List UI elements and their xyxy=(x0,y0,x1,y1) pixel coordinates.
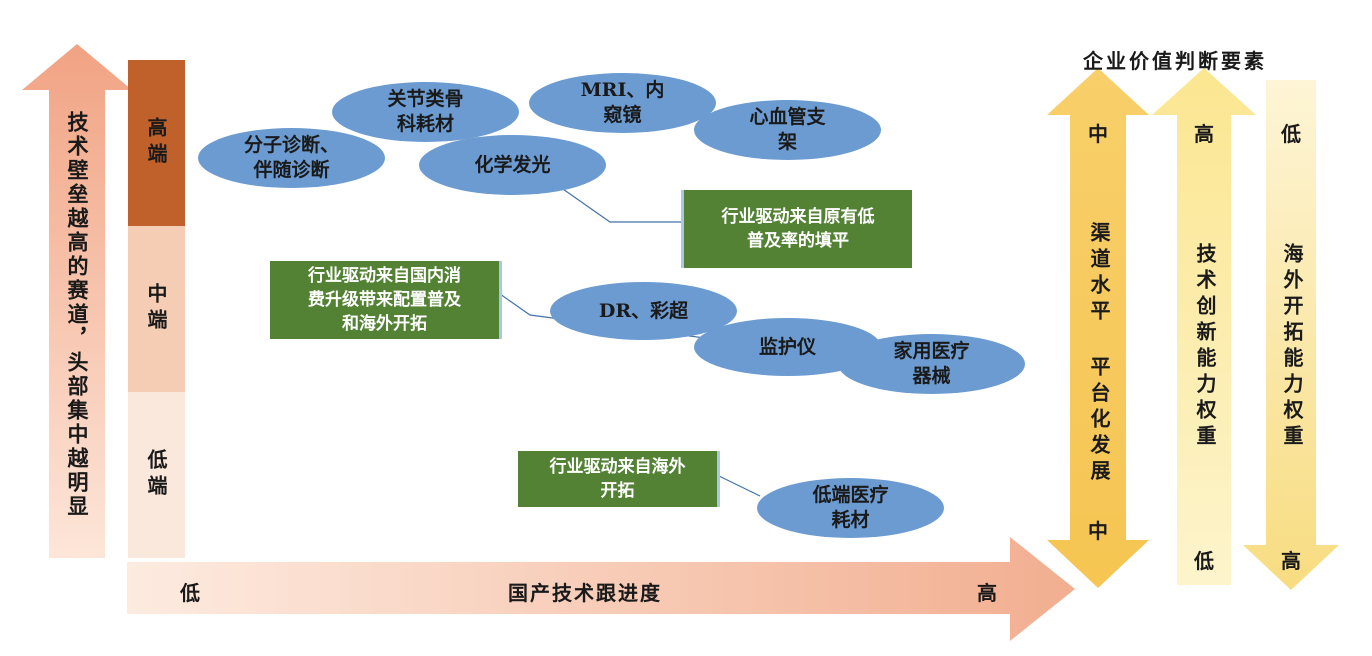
tier-mid-label: 中端 xyxy=(144,283,168,335)
x-axis-low-label: 低 xyxy=(180,581,200,605)
tech-barrier-label: 技术壁垒越高的赛道，头部集中越明显 xyxy=(65,111,90,519)
tier-mid: 中端 xyxy=(128,226,185,392)
x-axis-title: 国产技术跟进度 xyxy=(508,581,662,605)
connector-line xyxy=(718,475,761,497)
channel-bottom-mark: 中 xyxy=(1088,519,1108,543)
overseas-bottom-mark: 高 xyxy=(1281,549,1301,573)
oval-molecular-diagnostics: 分子诊断、 伴随诊断 xyxy=(198,128,385,188)
overseas-top-mark: 低 xyxy=(1281,122,1301,146)
tech-barrier-arrow xyxy=(22,44,132,558)
oval-chemiluminescence: 化学发光 xyxy=(419,135,606,195)
channel-level-label: 渠道水平 平台化发展 xyxy=(1087,222,1111,486)
oval-mri-endoscope: MRI、内 窥镜 xyxy=(529,73,716,133)
oval-cardiovascular-stent: 心血管支 架 xyxy=(694,100,881,160)
value-factors-title: 企业价值判断要素 xyxy=(1083,49,1267,73)
oval-orthopedic-materials: 关节类骨 科耗材 xyxy=(332,82,519,142)
overseas-expansion-label: 海外开拓能力权重 xyxy=(1280,243,1304,451)
note-overseas-expansion: 行业驱动来自海外 开拓 xyxy=(518,451,720,507)
oval-home-medical: 家用医疗 器械 xyxy=(838,334,1025,394)
channel-level-arrow xyxy=(1047,68,1149,588)
tech-innovation-arrow xyxy=(1152,68,1256,585)
tier-low-label: 低端 xyxy=(144,449,168,501)
oval-dr-ultrasound: DR、彩超 xyxy=(550,282,737,340)
tech-innovation-label: 技术创新能力权重 xyxy=(1193,243,1217,451)
note-consumption-upgrade: 行业驱动来自国内消 费升级带来配置普及 和海外开拓 xyxy=(270,261,502,339)
connector-line xyxy=(549,179,682,223)
tier-high: 高端 xyxy=(128,60,185,226)
overseas-expansion-arrow xyxy=(1243,80,1339,590)
x-axis-high-label: 高 xyxy=(977,581,997,605)
oval-low-end-consumables: 低端医疗 耗材 xyxy=(757,478,944,538)
tech-bottom-mark: 低 xyxy=(1194,549,1214,573)
note-fill-low-penetration: 行业驱动来自原有低 普及率的填平 xyxy=(681,190,912,268)
channel-top-mark: 中 xyxy=(1088,122,1108,146)
tech-top-mark: 高 xyxy=(1194,122,1214,146)
tier-low: 低端 xyxy=(128,392,185,558)
tier-high-label: 高端 xyxy=(144,117,168,169)
domestic-tech-arrow xyxy=(127,537,1075,641)
